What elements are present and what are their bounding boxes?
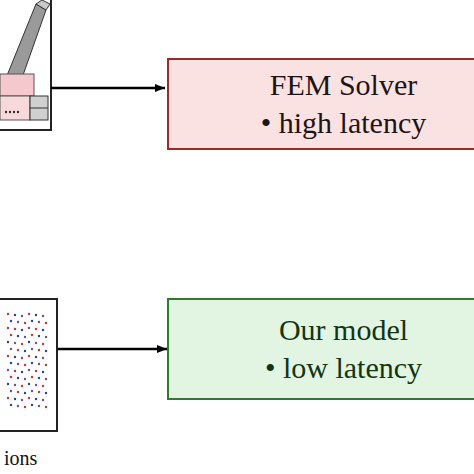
point <box>42 329 44 331</box>
point <box>14 384 16 386</box>
point <box>28 355 30 357</box>
point <box>17 391 19 393</box>
point <box>38 349 40 351</box>
point <box>28 341 30 343</box>
point <box>42 357 44 359</box>
point <box>10 362 12 364</box>
node-title: ions <box>0 446 58 470</box>
point <box>38 391 40 393</box>
point <box>31 320 33 322</box>
point <box>28 327 30 329</box>
point <box>7 355 9 357</box>
point <box>35 314 37 316</box>
point <box>38 377 40 379</box>
point <box>21 329 23 331</box>
point <box>38 405 40 407</box>
point <box>42 371 44 373</box>
point <box>7 397 9 399</box>
point <box>28 397 30 399</box>
point <box>28 383 30 385</box>
input-arrow <box>51 87 165 90</box>
point <box>31 334 33 336</box>
point <box>7 327 9 329</box>
point <box>17 321 19 323</box>
point <box>35 356 37 358</box>
point <box>24 350 26 352</box>
node-title: FEM Solver <box>270 66 418 104</box>
point <box>24 322 26 324</box>
point <box>10 376 12 378</box>
point <box>35 370 37 372</box>
point <box>21 343 23 345</box>
point <box>21 357 23 359</box>
point <box>45 350 47 352</box>
point <box>24 336 26 338</box>
point <box>42 343 44 345</box>
point <box>28 369 30 371</box>
point <box>35 328 37 330</box>
point <box>45 378 47 380</box>
point <box>21 315 23 317</box>
point <box>24 392 26 394</box>
point <box>14 342 16 344</box>
point <box>38 335 40 337</box>
node-title: Our model <box>279 311 408 349</box>
point <box>35 398 37 400</box>
node-note: • high latency <box>261 104 426 142</box>
point <box>10 334 12 336</box>
point <box>21 399 23 401</box>
point <box>7 341 9 343</box>
point <box>24 406 26 408</box>
point <box>42 315 44 317</box>
point-cloud-frame <box>0 298 58 432</box>
point <box>24 364 26 366</box>
point <box>7 383 9 385</box>
point <box>7 313 9 315</box>
point <box>24 378 26 380</box>
point <box>17 363 19 365</box>
point <box>7 369 9 371</box>
point-cloud <box>0 300 56 430</box>
flow-arrow <box>58 348 167 351</box>
process-box: FEM Solver• high latency <box>167 58 474 150</box>
machine-figure <box>0 0 51 130</box>
point <box>17 377 19 379</box>
point <box>14 356 16 358</box>
point <box>17 405 19 407</box>
point <box>14 370 16 372</box>
point <box>31 404 33 406</box>
point <box>42 399 44 401</box>
point <box>21 371 23 373</box>
point <box>14 314 16 316</box>
node-note: • low latency <box>265 349 422 387</box>
point <box>10 390 12 392</box>
point <box>35 342 37 344</box>
point <box>14 398 16 400</box>
point <box>14 328 16 330</box>
point <box>45 392 47 394</box>
point <box>10 404 12 406</box>
point <box>35 384 37 386</box>
point <box>17 349 19 351</box>
point <box>45 336 47 338</box>
point <box>38 363 40 365</box>
model-box: Our model• low latency <box>167 298 474 400</box>
point <box>10 348 12 350</box>
point <box>31 376 33 378</box>
point <box>42 385 44 387</box>
point <box>28 313 30 315</box>
point <box>45 364 47 366</box>
point <box>31 362 33 364</box>
point <box>10 320 12 322</box>
point-cloud-box: ions <box>0 298 58 470</box>
point <box>31 390 33 392</box>
point <box>38 321 40 323</box>
point <box>17 335 19 337</box>
point <box>45 322 47 324</box>
point <box>21 385 23 387</box>
point <box>31 348 33 350</box>
point <box>45 406 47 408</box>
